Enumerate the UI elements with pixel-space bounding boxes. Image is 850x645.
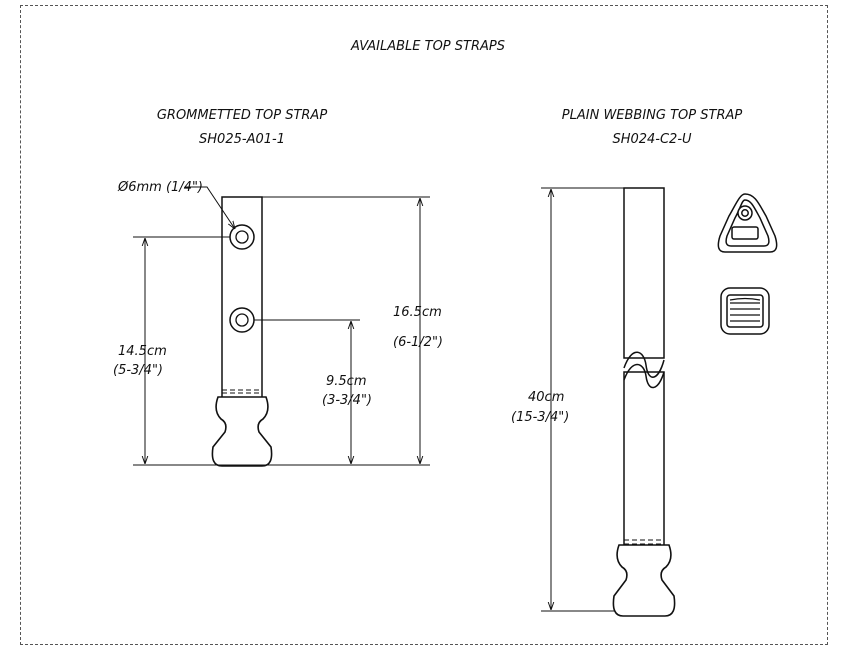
grommetted-strap — [221, 196, 263, 410]
dim-upper-cm: 14.5cm — [118, 344, 167, 359]
dim-length-cm: 40cm — [528, 390, 565, 405]
hole-diameter-label: Ø6mm (1/4") — [118, 180, 204, 195]
dim-lower-cm: 9.5cm — [326, 374, 367, 389]
plain-webbing-strap — [623, 187, 665, 568]
right-strap-part: SH024-C2-U — [612, 132, 692, 147]
ladder-buckle-icon — [720, 287, 770, 335]
drawing-title: AVAILABLE TOP STRAPS — [351, 39, 505, 54]
right-strap-name: PLAIN WEBBING TOP STRAP — [561, 108, 743, 123]
dim-length-in: (15-3/4") — [511, 410, 570, 425]
triangle-buckle-icon — [717, 193, 778, 253]
technical-drawing — [133, 186, 778, 617]
buckle-left — [211, 396, 273, 467]
buckle-right — [612, 544, 676, 617]
left-strap-name: GROMMETTED TOP STRAP — [156, 108, 328, 123]
left-strap-part: SH025-A01-1 — [199, 132, 285, 147]
dim-upper-in: (5-3/4") — [113, 363, 164, 378]
dim-total-in: (6-1/2") — [393, 335, 444, 350]
dim-total-cm: 16.5cm — [393, 305, 442, 320]
dim-lower-in: (3-3/4") — [322, 393, 373, 408]
